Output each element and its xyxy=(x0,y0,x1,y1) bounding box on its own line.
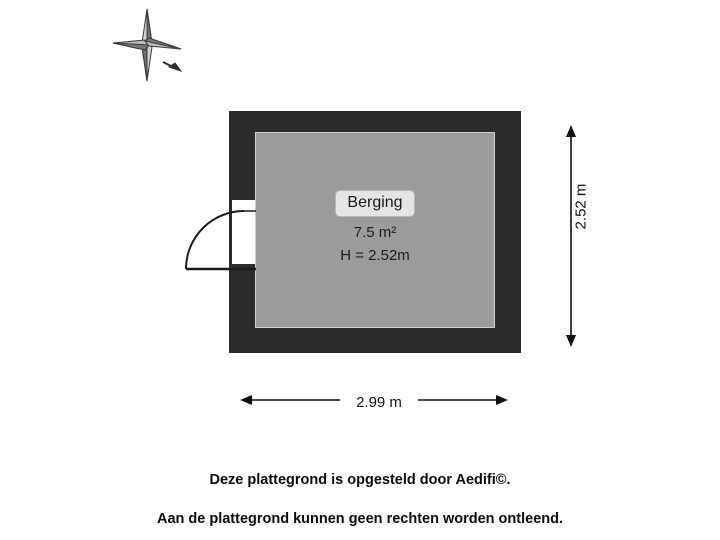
room-name: Berging xyxy=(335,190,415,217)
door-swing-icon xyxy=(168,193,258,275)
footer-credit-line: Deze plattegrond is opgesteld door Aedif… xyxy=(209,472,511,488)
room-height: H = 2.52m xyxy=(340,247,410,264)
dimension-vertical-label: 2.52 m xyxy=(572,183,590,230)
room-walls xyxy=(229,111,521,353)
dimension-vertical xyxy=(548,125,594,347)
footer-disclaimer-line: Aan de plattegrond kunnen geen rechten w… xyxy=(156,511,564,527)
room-area: 7.5 m² xyxy=(353,224,397,241)
room-label-group: Berging 7.5 m² H = 2.52m xyxy=(305,190,445,265)
dimension-horizontal-label: 2.99 m xyxy=(340,394,418,411)
door-jamb-top xyxy=(232,196,255,200)
compass-rose-icon xyxy=(107,5,187,85)
room-floor xyxy=(255,132,495,328)
door-opening xyxy=(229,196,255,268)
door-jamb-bottom xyxy=(232,264,255,268)
